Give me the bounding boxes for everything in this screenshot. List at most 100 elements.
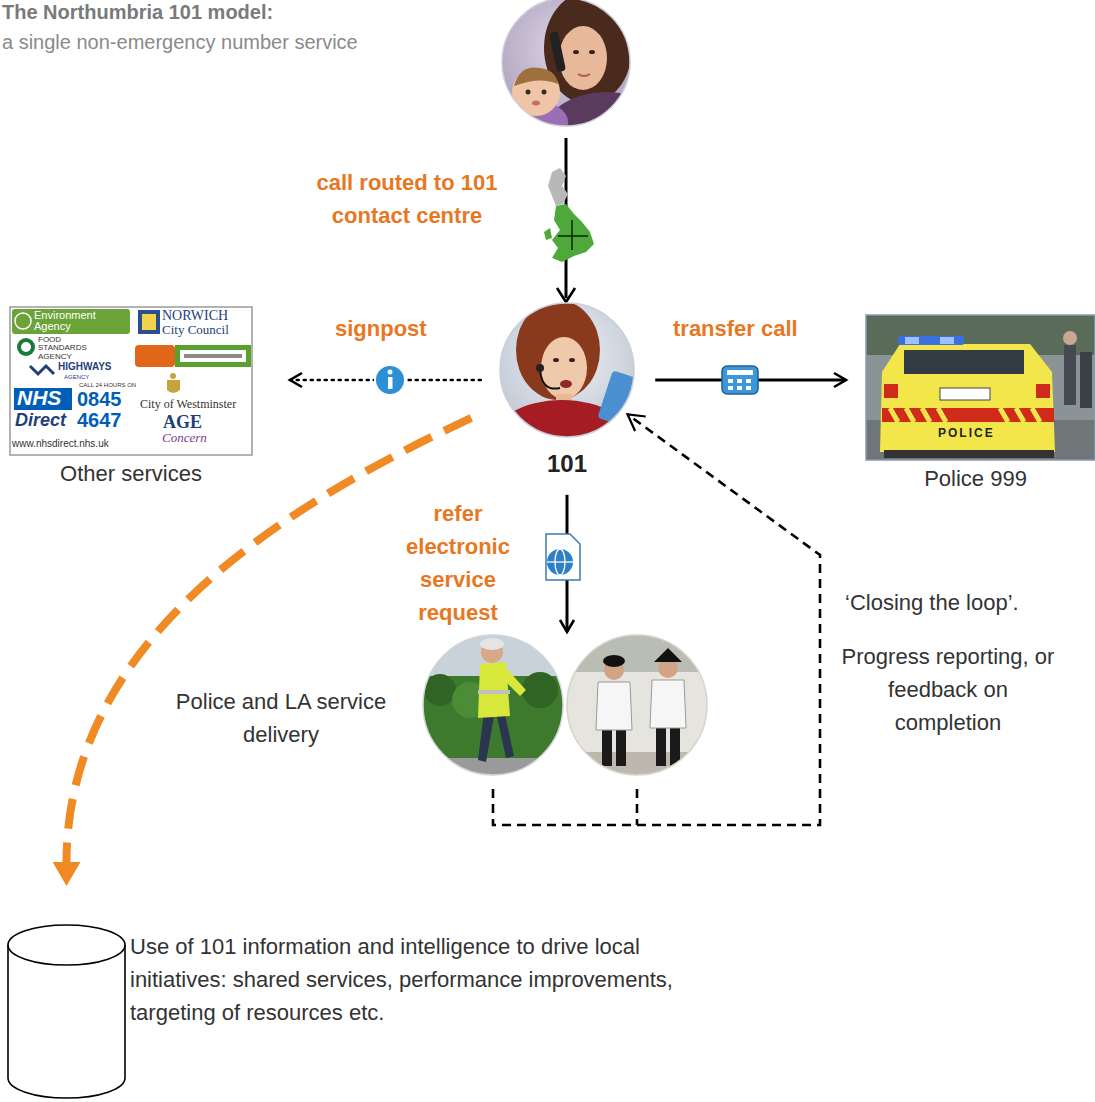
caller-photo bbox=[544, 0, 632, 104]
web-document-icon bbox=[546, 534, 580, 580]
council-worker-photo bbox=[522, 672, 558, 708]
logo-text: www.nhsdirect.nhs.uk bbox=[12, 439, 109, 449]
logo-text: 0845 bbox=[77, 389, 122, 409]
feedback-connector bbox=[493, 414, 820, 825]
routing-arrow-head bbox=[557, 288, 575, 302]
uk-map-icon bbox=[544, 228, 552, 240]
caller-photo bbox=[589, 50, 595, 54]
police-car-photo bbox=[884, 384, 898, 398]
police-officers-photo bbox=[564, 752, 710, 782]
photo-ring bbox=[423, 635, 563, 775]
police-officers-photo bbox=[564, 632, 710, 778]
operator-photo bbox=[597, 370, 645, 428]
contact-centre-circle: 101 bbox=[500, 303, 634, 437]
data-store-cylinder: Use of 101 information and intelligence … bbox=[8, 925, 125, 1098]
police-officers-photo bbox=[603, 655, 625, 667]
database-cylinder bbox=[8, 925, 125, 1098]
police-car-photo bbox=[890, 408, 1040, 422]
logo-text: FOOD STANDARDS AGENCY bbox=[38, 336, 90, 361]
police-car-photo bbox=[866, 315, 1095, 355]
logo-panel bbox=[15, 313, 31, 329]
operator-photo bbox=[540, 370, 560, 389]
council-worker-photo bbox=[452, 682, 488, 718]
referral-connector bbox=[566, 495, 569, 632]
caller-photo bbox=[573, 50, 579, 54]
info-icon bbox=[388, 377, 393, 389]
logo-panel bbox=[138, 310, 160, 334]
council-worker-photo bbox=[480, 638, 504, 650]
police-photo-box: Police 999 bbox=[866, 315, 1095, 460]
centre-number: 101 bbox=[460, 450, 674, 479]
council-worker-photo bbox=[478, 690, 510, 694]
photo-ring bbox=[502, 0, 630, 126]
operator-photo bbox=[556, 394, 572, 410]
police-car-photo bbox=[884, 450, 1054, 458]
phone-icon bbox=[722, 366, 758, 394]
caller-photo bbox=[578, 74, 590, 76]
council-worker-photo bbox=[420, 676, 566, 760]
box-caption: Police 999 bbox=[856, 466, 1095, 492]
info-icon bbox=[375, 365, 405, 395]
caller-photo bbox=[532, 101, 540, 106]
loop-heading: ‘Closing the loop’. bbox=[845, 590, 1019, 616]
caller-photo bbox=[496, 0, 668, 176]
operator-photo bbox=[498, 301, 636, 439]
caller-photo bbox=[496, 100, 568, 144]
logo-text: 4647 bbox=[77, 410, 122, 430]
logo-text: Direct bbox=[15, 411, 66, 429]
caller-photo bbox=[514, 67, 558, 86]
signpost-connector bbox=[290, 379, 481, 382]
logo-text: CALL 24 HOURS ON bbox=[79, 382, 136, 388]
police-officers-photo bbox=[564, 632, 710, 672]
police-officers-photo bbox=[604, 660, 624, 680]
caller-photo bbox=[559, 26, 607, 90]
logo-panel bbox=[14, 388, 72, 410]
loop-note: Progress reporting, or feedback on compl… bbox=[834, 640, 1062, 739]
logo-panel bbox=[12, 309, 130, 334]
transfer-connector bbox=[655, 379, 846, 382]
logo-panel bbox=[184, 354, 242, 358]
logo-panel bbox=[21, 342, 31, 352]
council-worker-photo bbox=[502, 668, 526, 696]
phone-icon bbox=[746, 379, 751, 383]
police-car-photo bbox=[904, 350, 1024, 374]
council-worker-photo bbox=[478, 662, 510, 718]
phone-icon bbox=[727, 370, 753, 375]
info-icon bbox=[375, 365, 405, 395]
police-car-photo bbox=[866, 315, 1095, 460]
service-logo-box: Other services bbox=[10, 307, 252, 455]
police-officers-photo bbox=[616, 726, 626, 766]
council-worker-photo bbox=[420, 758, 566, 782]
council-worker-photo bbox=[420, 632, 566, 778]
police-officers-photo bbox=[596, 682, 632, 730]
logo-text: Concern bbox=[162, 431, 207, 444]
subtitle: a single non-emergency number service bbox=[2, 30, 358, 54]
logo-panel bbox=[10, 307, 252, 455]
council-worker-photo bbox=[481, 641, 503, 663]
uk-map-icon bbox=[558, 235, 588, 236]
police-car-photo bbox=[898, 336, 964, 345]
info-icon bbox=[388, 370, 393, 375]
store-description: Use of 101 information and intelligence … bbox=[130, 930, 695, 1029]
council-worker-photo bbox=[478, 712, 494, 762]
police-car-photo bbox=[1080, 352, 1092, 408]
police-car-photo bbox=[1064, 345, 1076, 405]
logo-text: NORWICH bbox=[162, 309, 228, 323]
group-caption: Police and LA service delivery bbox=[175, 685, 387, 751]
caller-photo bbox=[549, 31, 566, 72]
police-car-photo bbox=[1036, 384, 1050, 398]
police-officers-photo bbox=[654, 648, 682, 662]
phone-icon bbox=[728, 386, 733, 390]
uk-map-icon bbox=[548, 168, 568, 206]
uk-map-icon bbox=[544, 168, 594, 262]
step-label: call routed to 101 contact centre bbox=[288, 166, 526, 232]
police-car-photo bbox=[882, 424, 1054, 450]
logo-panel bbox=[10, 307, 252, 455]
police-car-photo bbox=[905, 337, 919, 344]
logo-panel bbox=[30, 366, 54, 374]
car-marking: POLICE bbox=[938, 427, 995, 439]
logo-panel bbox=[135, 345, 175, 367]
logo-panel bbox=[17, 338, 35, 356]
police-officers-photo bbox=[564, 632, 710, 782]
photo-ring bbox=[500, 303, 634, 437]
